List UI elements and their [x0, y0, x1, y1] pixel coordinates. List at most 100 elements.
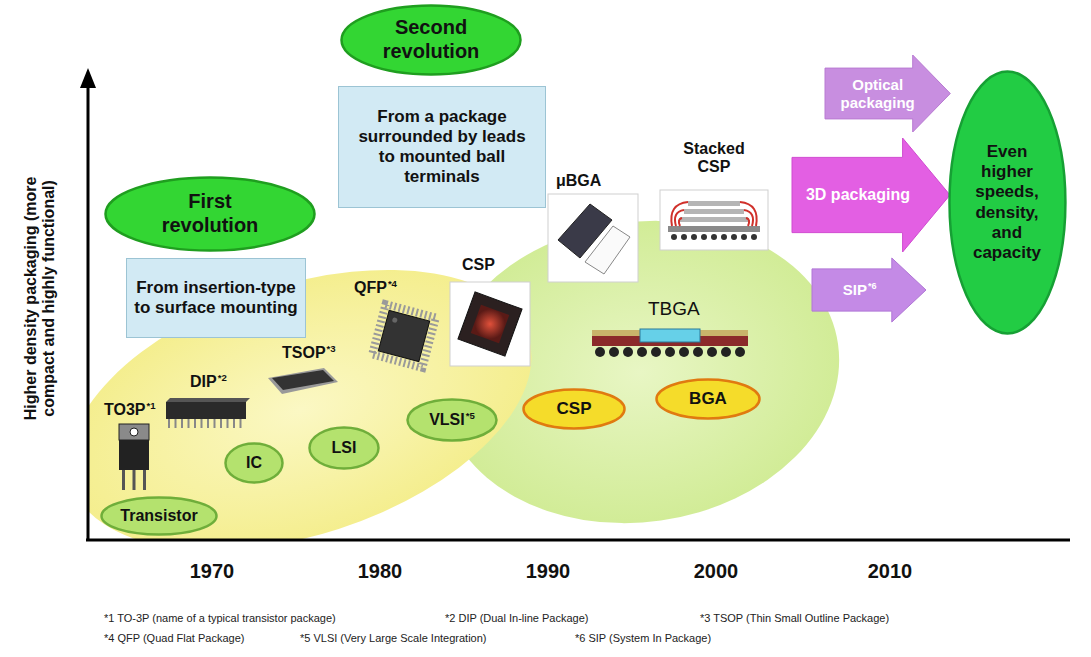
oval-outline: [949, 72, 1065, 334]
year-tick: 1990: [526, 560, 571, 582]
box-outline: [339, 87, 546, 208]
package-name: TSOP: [282, 344, 326, 361]
node-text: Transistor: [120, 507, 197, 526]
integration-oval: LSI: [308, 426, 380, 470]
footnote-mark: *1: [147, 400, 156, 411]
package-name: μBGA: [556, 172, 601, 189]
footnote: *5 VLSI (Very Large Scale Integration): [300, 632, 487, 645]
y-axis-arrowhead: [80, 68, 96, 88]
dip-package-icon: [166, 398, 250, 423]
year-tick: 2010: [850, 560, 930, 583]
node-text: Second revolution: [366, 16, 496, 63]
package-name: Stacked CSP: [683, 140, 744, 175]
footnote: *3 TSOP (Thin Small Outline Package): [700, 612, 889, 624]
package-name: QFP: [354, 279, 387, 296]
node-text: LSI: [332, 439, 357, 458]
package-name: TO3P: [104, 401, 146, 418]
package-name: DIP: [190, 373, 217, 390]
oval-outline: [102, 498, 217, 535]
package-name: TO3P*1: [104, 400, 156, 420]
node-text: 3D packaging: [806, 186, 910, 205]
node-label: From insertion-type to surface mounting: [134, 278, 298, 318]
oval-outline: [524, 390, 625, 429]
node-label: VLSI: [429, 411, 465, 428]
stacked-csp-drawing: [660, 190, 768, 250]
footnote: *3 TSOP (Thin Small Outline Package): [700, 612, 889, 625]
trend-arrow: Optical packaging: [825, 55, 950, 132]
year-tick: 1970: [172, 560, 252, 583]
integration-oval: VLSI*5: [406, 398, 498, 442]
year-tick: 2010: [868, 560, 913, 582]
footnote-mark: *5: [466, 410, 475, 421]
footnote: *1 TO-3P (name of a typical transistor p…: [104, 612, 336, 624]
node-label: IC: [246, 454, 262, 473]
footnote: *6 SIP (System In Package): [575, 632, 711, 644]
node-text: From a package surrounded by leads to mo…: [357, 107, 527, 187]
year-tick: 2000: [676, 560, 756, 583]
node-text: From insertion-type to surface mounting: [134, 278, 298, 318]
node-label: From a package surrounded by leads to mo…: [357, 107, 527, 187]
arrow-outline: [825, 55, 950, 132]
footnote: *6 SIP (System In Package): [575, 632, 711, 645]
node-text: Optical packaging: [832, 76, 924, 111]
footnote: *2 DIP (Dual In-line Package): [445, 612, 588, 624]
node-text: Even higher speeds, density, and capacit…: [964, 142, 1050, 262]
x-axis: [86, 539, 1070, 542]
first-era-region: [89, 217, 567, 539]
theme-box: From insertion-type to surface mounting: [126, 258, 306, 338]
arrow-outline: [812, 258, 926, 322]
integration-oval: IC: [224, 442, 284, 484]
oval-outline: [657, 380, 760, 419]
footnote-mark: *4: [388, 278, 397, 289]
oval-outline: [310, 428, 379, 469]
axis-title: Higher density packaging (more compact a…: [22, 177, 57, 421]
theme-box: From a package surrounded by leads to mo…: [338, 86, 546, 208]
footnote-mark: *6: [868, 281, 877, 291]
box-outline: [127, 259, 306, 338]
package-name: μBGA: [556, 172, 601, 190]
node-label: CSP: [557, 399, 592, 419]
package-name: TSOP*3: [282, 343, 336, 363]
y-axis: [87, 86, 90, 541]
package-name: TBGA: [648, 298, 700, 320]
year-tick: 1970: [190, 560, 235, 582]
node-label: Second revolution: [366, 16, 496, 63]
package-name: QFP*4: [354, 278, 397, 298]
footnote: *4 QFP (Quad Flat Package): [104, 632, 244, 644]
package-name: Stacked CSP: [669, 140, 759, 177]
footnote: *4 QFP (Quad Flat Package): [104, 632, 244, 645]
year-tick: 1990: [508, 560, 588, 583]
footnote-mark: *2: [218, 372, 227, 383]
node-text: First revolution: [145, 190, 275, 237]
year-tick: 1980: [358, 560, 403, 582]
to3p-transistor-icon: [119, 424, 149, 490]
micro-bga-photo: [548, 194, 638, 282]
node-label: BGA: [689, 389, 727, 409]
revolution-oval: First revolution: [104, 176, 316, 252]
node-text: BGA: [689, 389, 727, 409]
package-oval: BGA: [655, 378, 761, 420]
tsop-package-icon: [268, 368, 338, 394]
node-text: SIP*6: [843, 281, 877, 299]
package-name: CSP: [462, 256, 495, 274]
package-name: TBGA: [648, 298, 700, 319]
tbga-drawing: [592, 329, 748, 357]
year-tick: 2000: [694, 560, 739, 582]
node-label: LSI: [332, 439, 357, 458]
node-label: Optical packaging: [832, 76, 924, 111]
node-text: CSP: [557, 399, 592, 419]
node-label: SIP: [843, 281, 867, 298]
goal-ellipse: Even higher speeds, density, and capacit…: [948, 70, 1067, 335]
node-label: 3D packaging: [806, 186, 910, 205]
qfp-package-icon: [372, 304, 436, 368]
node-label: Even higher speeds, density, and capacit…: [964, 142, 1050, 262]
oval-outline: [226, 444, 283, 483]
csp-package-photo: [450, 282, 530, 366]
package-name: DIP*2: [190, 372, 227, 392]
node-label: Transistor: [120, 507, 197, 526]
node-text: IC: [246, 454, 262, 473]
trend-arrow: 3D packaging: [792, 138, 950, 252]
integration-oval: Transistor: [100, 496, 218, 536]
footnote-mark: *3: [327, 343, 336, 354]
